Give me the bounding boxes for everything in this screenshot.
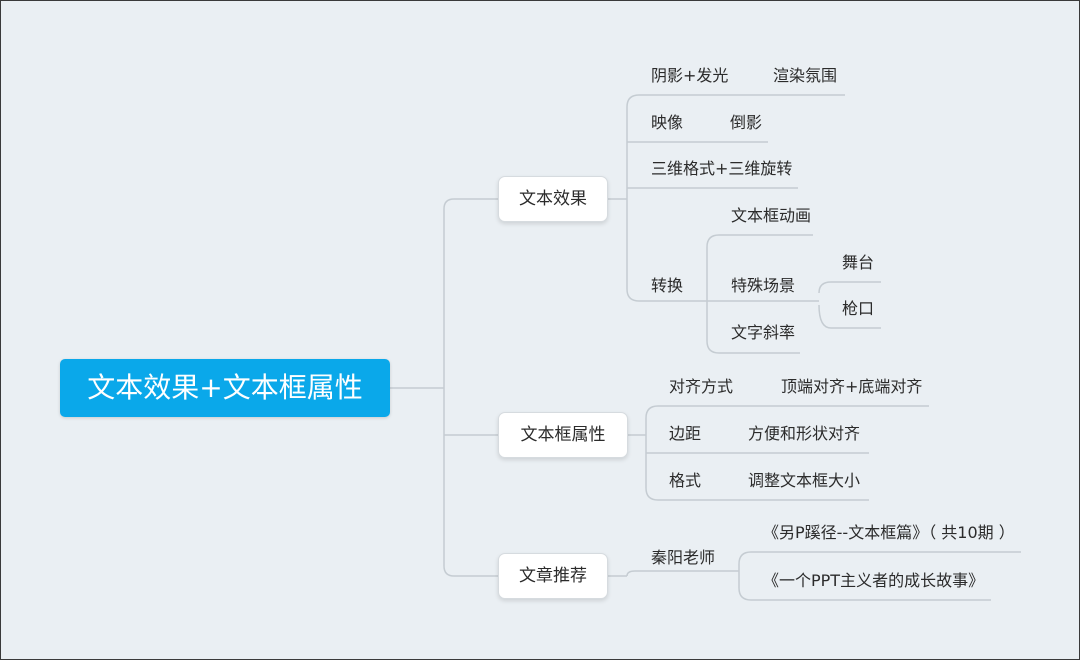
- topic-textbox-properties[interactable]: 文本框属性: [498, 412, 628, 458]
- subtopic-3d-format-rotation[interactable]: 三维格式+三维旋转: [651, 159, 793, 178]
- connector-teacher: [738, 551, 761, 601]
- subtopic-textbox-animation[interactable]: 文本框动画: [731, 206, 812, 225]
- subtopic-margin[interactable]: 边距: [669, 424, 702, 443]
- connector-effects: [608, 94, 647, 302]
- connector-transform: [706, 234, 819, 354]
- connector-trunk: [443, 198, 498, 577]
- subtopic-reflection[interactable]: 映像: [651, 113, 684, 132]
- subtopic-render-atmosphere[interactable]: 渲染氛围: [773, 66, 838, 85]
- subtopic-special-scene[interactable]: 特殊场景: [731, 276, 796, 295]
- topic-article-recommend[interactable]: 文章推荐: [498, 553, 608, 599]
- subtopic-mirror-image[interactable]: 倒影: [730, 113, 763, 132]
- subtopic-resize-textbox[interactable]: 调整文本框大小: [748, 471, 861, 490]
- subtopic-shape-align[interactable]: 方便和形状对齐: [748, 424, 861, 443]
- subtopic-article-textbox-series[interactable]: 《另P蹊径--文本框篇》（ 共10期 ）: [763, 523, 1015, 542]
- subtopic-shadow-glow[interactable]: 阴影+发光: [651, 66, 729, 85]
- subtopic-text-slope[interactable]: 文字斜率: [731, 323, 796, 342]
- subtopic-format[interactable]: 格式: [669, 471, 702, 490]
- subtopic-teacher-qinyang[interactable]: 秦阳老师: [651, 548, 716, 567]
- connector-articles: [608, 570, 739, 577]
- subtopic-gun-muzzle[interactable]: 枪口: [842, 299, 875, 318]
- connector-props: [628, 405, 667, 501]
- subtopic-top-bottom-align[interactable]: 顶端对齐+底端对齐: [781, 377, 923, 396]
- topic-text-effects[interactable]: 文本效果: [498, 176, 608, 222]
- subtopic-stage[interactable]: 舞台: [842, 253, 875, 272]
- subtopic-article-ppt-story[interactable]: 《一个PPT主义者的成长故事》: [763, 571, 985, 590]
- subtopic-transform[interactable]: 转换: [651, 276, 684, 295]
- connector-special: [818, 281, 839, 329]
- subtopic-alignment[interactable]: 对齐方式: [669, 377, 734, 396]
- root-topic[interactable]: 文本效果+文本框属性: [60, 359, 390, 417]
